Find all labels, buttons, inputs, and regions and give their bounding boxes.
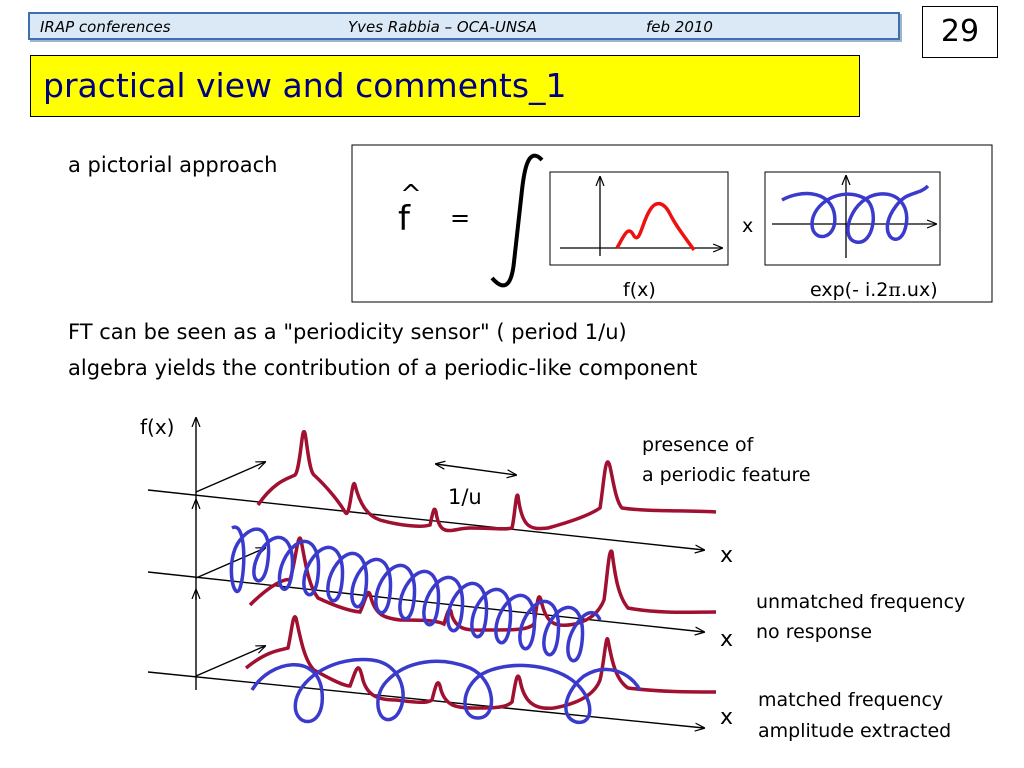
mid-wave [229,525,602,663]
integral-symbol [490,153,544,288]
exp-caption: exp(- i.2π.ux) [810,279,938,301]
exp-wave [781,184,930,244]
hat-symbol: ^ [400,180,422,210]
unmatched-line-2: no response [756,621,873,643]
formula-box [351,144,993,303]
slide-title: practical view and comments_1 [43,66,567,105]
x-label-bot: x [720,705,733,730]
bot-x-axis [147,671,704,728]
bot-wave [250,657,642,724]
unmatched-line-1: unmatched frequency [756,591,966,613]
bot-signal [244,615,717,711]
matched-line-2: amplitude extracted [758,720,952,742]
period-arrow [436,464,516,475]
top-signal [256,430,717,533]
times-sign: x [742,215,753,237]
matched-line-1: matched frequency [758,689,944,711]
x-label-mid: x [720,627,733,652]
fx-axis-label: f(x) [140,415,174,439]
equals-sign: = [450,204,470,232]
pictorial-label: a pictorial approach [68,153,278,177]
body-line-1: FT can be seen as a "periodicity sensor"… [68,320,627,344]
exp-plot-box [764,171,941,266]
mid-signal [248,536,717,632]
exp-caption-suffix: .ux) [901,279,938,301]
body-line-2: algebra yields the contribution of a per… [68,356,698,380]
top-x-axis [147,489,704,550]
header-date: feb 2010 [646,18,713,36]
header-author: Yves Rabbia – OCA-UNSA [348,18,537,36]
page-number: 29 [922,6,998,58]
bot-depth-axis [195,646,265,677]
fhat-symbol: f [398,199,411,239]
title-box: practical view and comments_1 [30,55,860,117]
presence-line-2: a periodic feature [642,464,811,486]
exp-caption-prefix: exp(- i.2 [810,279,888,301]
fx-caption: f(x) [623,279,656,301]
header-conference: IRAP conferences [40,18,171,36]
header-bar: IRAP conferences Yves Rabbia – OCA-UNSA … [28,12,900,40]
exp-caption-pi: π [888,279,901,301]
presence-line-1: presence of [642,434,754,456]
fx-plot-box [549,171,729,266]
top-depth-axis [195,462,265,493]
fx-curve [615,201,696,252]
x-label-top: x [720,543,733,568]
period-label: 1/u [448,485,482,509]
